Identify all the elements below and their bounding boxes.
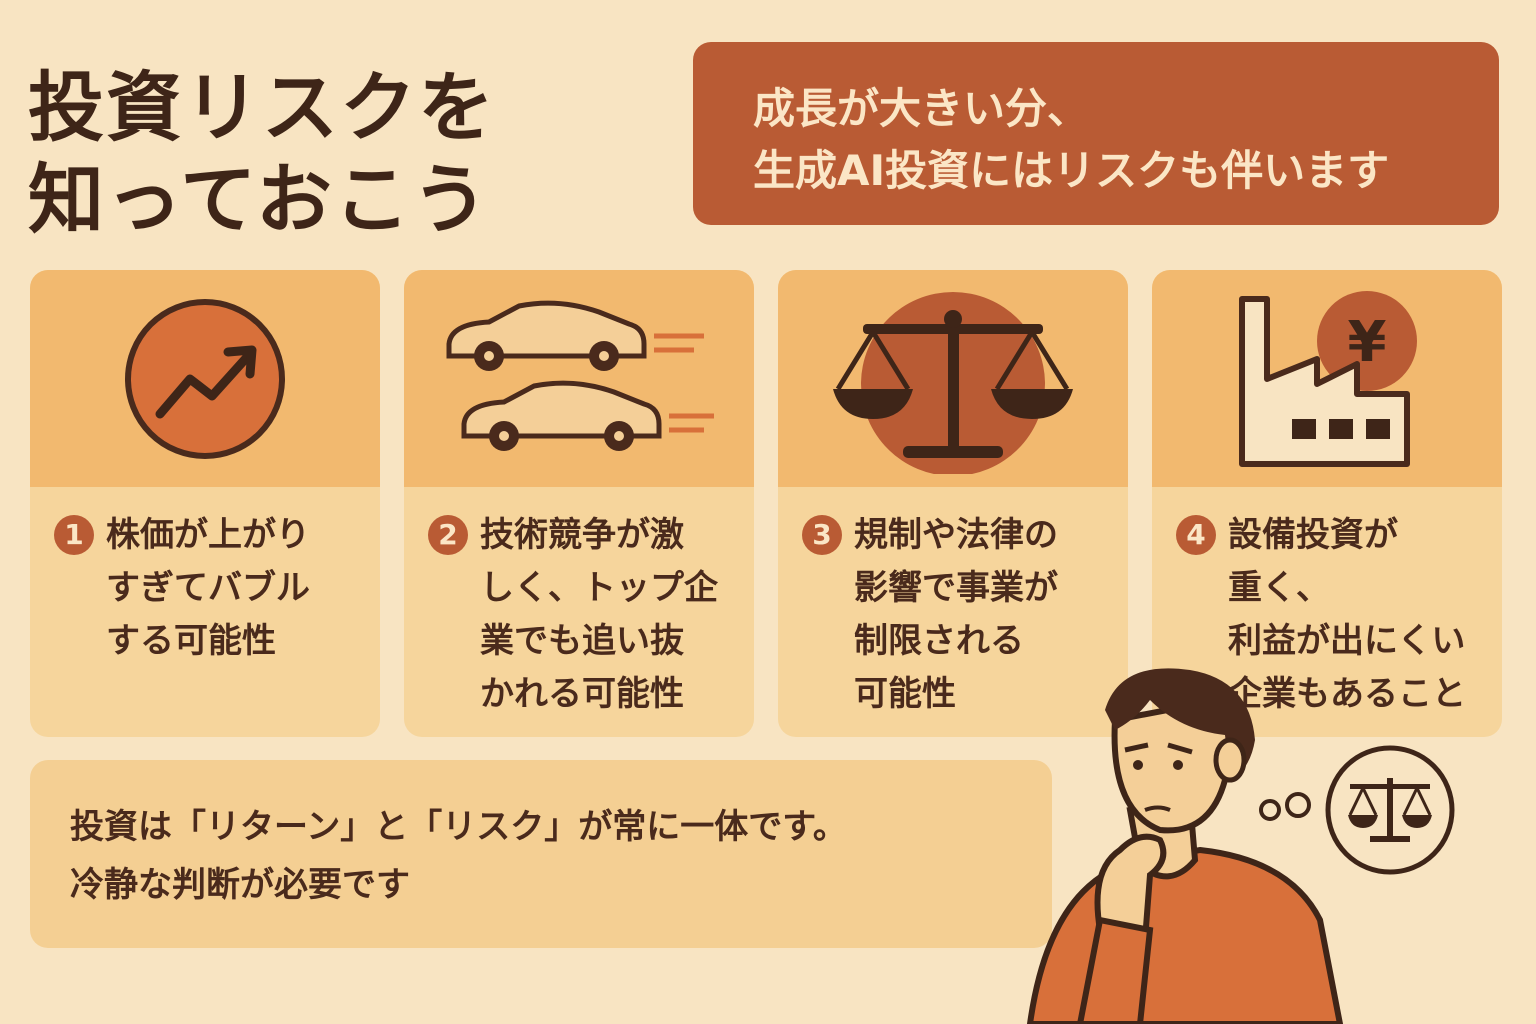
card-text: 利益が出にくい xyxy=(1228,621,1466,661)
risk-card-4: ¥ 4 設備投資が重く、利益が出にくい企業もあること xyxy=(1152,270,1502,737)
summary-box: 投資は「リターン」と「リスク」が常に一体です。 冷静な判断が必要です xyxy=(30,760,1052,948)
card-text: 株価が上がり xyxy=(106,515,310,555)
card-text: 影響で事業が xyxy=(854,568,1058,608)
card-text: 重く、 xyxy=(1228,568,1330,608)
title-line: 投資リスクを xyxy=(28,63,496,152)
balance-scale-icon xyxy=(833,291,1073,474)
risk-card-2: 2 技術競争が激しく、トップ企業でも追い抜かれる可能性 xyxy=(404,270,754,737)
summary-line: 冷静な判断が必要です xyxy=(70,865,410,905)
thought-bubble-scale-icon xyxy=(1325,745,1455,875)
banner-line: 生成AI投資にはリスクも伴います xyxy=(753,146,1390,195)
card-number: 2 xyxy=(428,515,468,555)
card-text: する可能性 xyxy=(106,621,276,661)
card-text: 企業もあること xyxy=(1228,674,1466,714)
factory-yen-icon: ¥ xyxy=(1239,290,1417,467)
headline-banner: 成長が大きい分、 生成AI投資にはリスクも伴います xyxy=(693,42,1499,225)
card-text: 規制や法律の xyxy=(854,515,1058,555)
risk-card-3: 3 規制や法律の影響で事業が制限される可能性 xyxy=(778,270,1128,737)
card-number: 1 xyxy=(54,515,94,555)
card-text: すぎてバブル xyxy=(106,568,310,608)
thinking-person-illustration xyxy=(1026,668,1455,1024)
banner-line: 成長が大きい分、 xyxy=(753,84,1090,133)
card-text: かれる可能性 xyxy=(480,674,684,714)
page-title: 投資リスクを 知っておこう xyxy=(28,62,496,246)
card-text: 可能性 xyxy=(854,674,956,714)
card-text: 設備投資が xyxy=(1228,515,1398,555)
title-line: 知っておこう xyxy=(28,155,490,244)
rising-chart-icon xyxy=(125,298,285,459)
racing-cars-icon xyxy=(446,300,714,451)
summary-line: 投資は「リターン」と「リスク」が常に一体です。 xyxy=(70,807,847,847)
card-text: しく、トップ企 xyxy=(480,568,718,608)
card-number: 4 xyxy=(1176,515,1216,555)
card-text: 業でも追い抜 xyxy=(480,621,684,661)
risk-card-1: 1 株価が上がりすぎてバブルする可能性 xyxy=(30,270,380,737)
card-text: 技術競争が激 xyxy=(480,515,684,555)
card-text: 制限される xyxy=(854,621,1024,661)
card-number: 3 xyxy=(802,515,842,555)
